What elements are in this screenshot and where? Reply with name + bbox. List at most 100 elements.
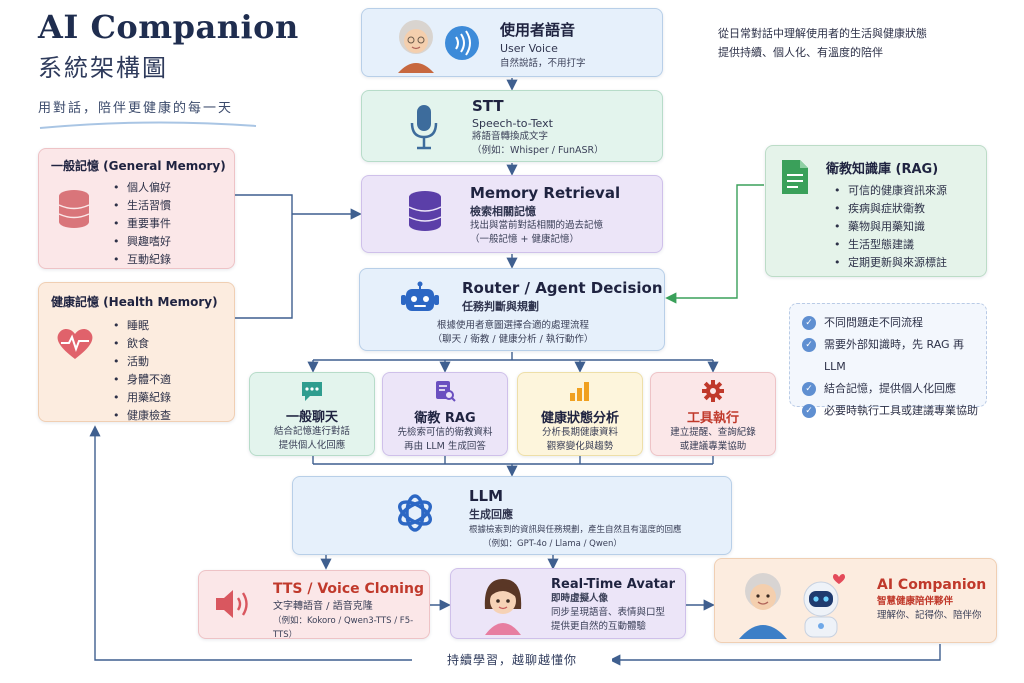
- branch-chat-card: 一般聊天 結合記憶進行對話 提供個人化回應: [249, 372, 375, 456]
- tts-title: TTS / Voice Cloning: [273, 581, 424, 597]
- intro-line-1: 從日常對話中理解使用者的生活與健康狀態: [718, 27, 927, 40]
- heart-pulse-icon: [57, 328, 93, 359]
- list-item: 睡眠: [111, 317, 171, 335]
- tts-example: （例如：Kokoro / Qwen3-TTS / F5-TTS）: [273, 616, 414, 640]
- list-item: 個人偏好: [111, 179, 171, 197]
- avatar-desc: 同步呈現語音、表情與口型: [551, 607, 666, 618]
- user-voice-title: 使用者語音: [500, 21, 576, 39]
- intro-text: 從日常對話中理解使用者的生活與健康狀態 提供持續、個人化、有溫度的陪伴: [718, 24, 927, 62]
- rag-list: 可信的健康資訊來源 疾病與症狀衛教 藥物與用藥知識 生活型態建議 定期更新與來源…: [832, 182, 947, 272]
- general-memory-list: 個人偏好 生活習慣 重要事件 興趣嗜好 互動紀錄: [111, 179, 171, 269]
- user-voice-desc: 自然說話，不用打字: [500, 58, 586, 69]
- branch-chat-line2: 提供個人化回應: [278, 440, 346, 451]
- router-desc-2: （聊天 / 衛教 / 健康分析 / 執行動作）: [432, 334, 594, 345]
- list-item: 互動紀錄: [111, 251, 171, 269]
- document-icon: [782, 160, 808, 194]
- tagline: 用對話，陪伴更健康的每一天: [38, 101, 234, 116]
- llm-knot-icon: [398, 494, 432, 532]
- branch-rag-line2: 再由 LLM 生成回答: [404, 441, 486, 452]
- document-search-icon: [436, 381, 456, 402]
- user-voice-card: 使用者語音 User Voice 自然說話，不用打字: [361, 8, 663, 77]
- microphone-icon: [410, 105, 438, 150]
- llm-subtitle: 生成回應: [469, 508, 513, 521]
- speaker-icon: [216, 590, 248, 618]
- tts-card: TTS / Voice Cloning 文字轉語音 / 語音克隆 （例如：Kok…: [198, 570, 430, 640]
- robot-companion-icon: [803, 574, 845, 638]
- stt-example: （例如：Whisper / FunASR）: [472, 145, 604, 156]
- llm-example: （例如：GPT-4o / Llama / Qwen）: [483, 539, 622, 549]
- llm-title: LLM: [469, 487, 504, 505]
- branch-chat-line1: 結合記憶進行對話: [273, 426, 350, 437]
- stt-subtitle: Speech-to-Text: [472, 117, 553, 130]
- branch-tool-title: 工具執行: [686, 411, 739, 426]
- avatar-desc-2: 提供更自然的互動體驗: [551, 621, 647, 632]
- list-item: 生活習慣: [111, 197, 171, 215]
- tagline-underline: [39, 121, 257, 129]
- list-item: 藥物與用藥知識: [832, 218, 947, 236]
- list-item: 興趣嗜好: [111, 233, 171, 251]
- title-block: AI Companion 系統架構圖 用對話，陪伴更健康的每一天: [38, 8, 299, 132]
- retrieval-desc-2: （一般記憶 + 健康記憶）: [470, 234, 579, 245]
- branch-tool-line2: 或建議專業協助: [679, 441, 747, 452]
- elderly-user-avatar-icon: [398, 20, 434, 73]
- companion-desc: 理解你、記得你、陪伴你: [877, 610, 982, 621]
- stt-card: STT Speech-to-Text 將語音轉換成文字 （例如：Whisper …: [361, 90, 663, 162]
- health-memory-card: 健康記憶 (Health Memory) 睡眠 飲食 活動 身體不適 用藥紀錄 …: [38, 282, 235, 425]
- principles-box: 不同問題走不同流程 需要外部知識時，先 RAG 再 LLM 結合記憶，提供個人化…: [789, 303, 987, 418]
- check-item: 需要外部知識時，先 RAG 再 LLM: [802, 334, 986, 378]
- general-memory-card: 一般記憶 (General Memory) 個人偏好 生活習慣 重要事件 興趣嗜…: [38, 148, 235, 269]
- stt-title: STT: [472, 97, 504, 115]
- branch-rag-line1: 先檢索可信的衛教資料: [397, 427, 493, 438]
- health-memory-list: 睡眠 飲食 活動 身體不適 用藥紀錄 健康檢查: [111, 317, 171, 425]
- router-card: Router / Agent Decision 任務判斷與規劃 根據使用者意圖選…: [359, 268, 665, 351]
- retrieval-desc: 找出與當前對話相關的過去記憶: [470, 220, 604, 231]
- router-desc: 根據使用者意圖選擇合適的處理流程: [436, 320, 589, 331]
- page-title: AI Companion: [38, 8, 299, 46]
- avatar-title: Real-Time Avatar: [551, 577, 675, 592]
- retrieval-subtitle: 檢索相關記憶: [470, 205, 536, 218]
- branch-health-title: 健康狀態分析: [540, 411, 619, 426]
- branch-rag-title: 衛教 RAG: [414, 411, 476, 426]
- branch-rag-card: 衛教 RAG 先檢索可信的衛教資料 再由 LLM 生成回答: [382, 372, 508, 456]
- list-item: 身體不適: [111, 371, 171, 389]
- chat-bubble-icon: [302, 382, 322, 401]
- intro-line-2: 提供持續、個人化、有溫度的陪伴: [718, 46, 883, 59]
- rag-title: 衛教知識庫 (RAG): [826, 162, 939, 177]
- check-item: 不同問題走不同流程: [802, 312, 986, 334]
- llm-card: LLM 生成回應 根據檢索到的資訊與任務規劃，產生自然且有溫度的回應 （例如：G…: [292, 476, 732, 555]
- user-voice-subtitle: User Voice: [500, 42, 558, 55]
- list-item: 用藥紀錄: [111, 389, 171, 407]
- memory-retrieval-card: Memory Retrieval 檢索相關記憶 找出與當前對話相關的過去記憶 （…: [361, 175, 663, 253]
- loop-label: 持續學習，越聊越懂你: [412, 651, 612, 668]
- list-item: 生活型態建議: [832, 236, 947, 254]
- branch-tool-card: 工具執行 建立提醒、查詢紀錄 或建議專業協助: [650, 372, 776, 456]
- robot-icon: [401, 281, 439, 311]
- list-item: 健康檢查: [111, 407, 171, 425]
- list-item: 活動: [111, 353, 171, 371]
- branch-chat-title: 一般聊天: [285, 410, 338, 425]
- ai-companion-card: AI Companion 智慧健康陪伴夥伴 理解你、記得你、陪伴你: [714, 558, 997, 643]
- list-item: 疾病與症狀衛教: [832, 200, 947, 218]
- health-memory-title: 健康記憶 (Health Memory): [51, 295, 218, 309]
- avatar-subtitle: 即時虛擬人像: [551, 593, 609, 604]
- rag-knowledge-card: 衛教知識庫 (RAG) 可信的健康資訊來源 疾病與症狀衛教 藥物與用藥知識 生活…: [765, 145, 987, 277]
- database-icon: [408, 191, 442, 231]
- list-item: 定期更新與來源標註: [832, 254, 947, 272]
- list-item: 可信的健康資訊來源: [832, 182, 947, 200]
- check-item: 必要時執行工具或建議專業協助: [802, 400, 986, 422]
- principles-list: 不同問題走不同流程 需要外部知識時，先 RAG 再 LLM 結合記憶，提供個人化…: [802, 312, 986, 422]
- router-subtitle: 任務判斷與規劃: [462, 300, 539, 313]
- tts-subtitle: 文字轉語音 / 語音克隆: [273, 601, 373, 612]
- companion-subtitle: 智慧健康陪伴夥伴: [877, 596, 954, 607]
- branch-health-card: 健康狀態分析 分析長期健康資料 觀察變化與趨勢: [517, 372, 643, 456]
- branch-health-line2: 觀察變化與趨勢: [546, 441, 614, 452]
- avatar-card: Real-Time Avatar 即時虛擬人像 同步呈現語音、表情與口型 提供更…: [450, 568, 686, 639]
- general-memory-title: 一般記憶 (General Memory): [51, 159, 226, 173]
- voice-wave-icon: [445, 26, 479, 60]
- gear-icon: [702, 380, 724, 402]
- virtual-avatar-icon: [484, 579, 522, 635]
- elderly-woman-icon: [739, 573, 787, 639]
- branch-health-line1: 分析長期健康資料: [541, 427, 618, 438]
- retrieval-title: Memory Retrieval: [470, 184, 621, 202]
